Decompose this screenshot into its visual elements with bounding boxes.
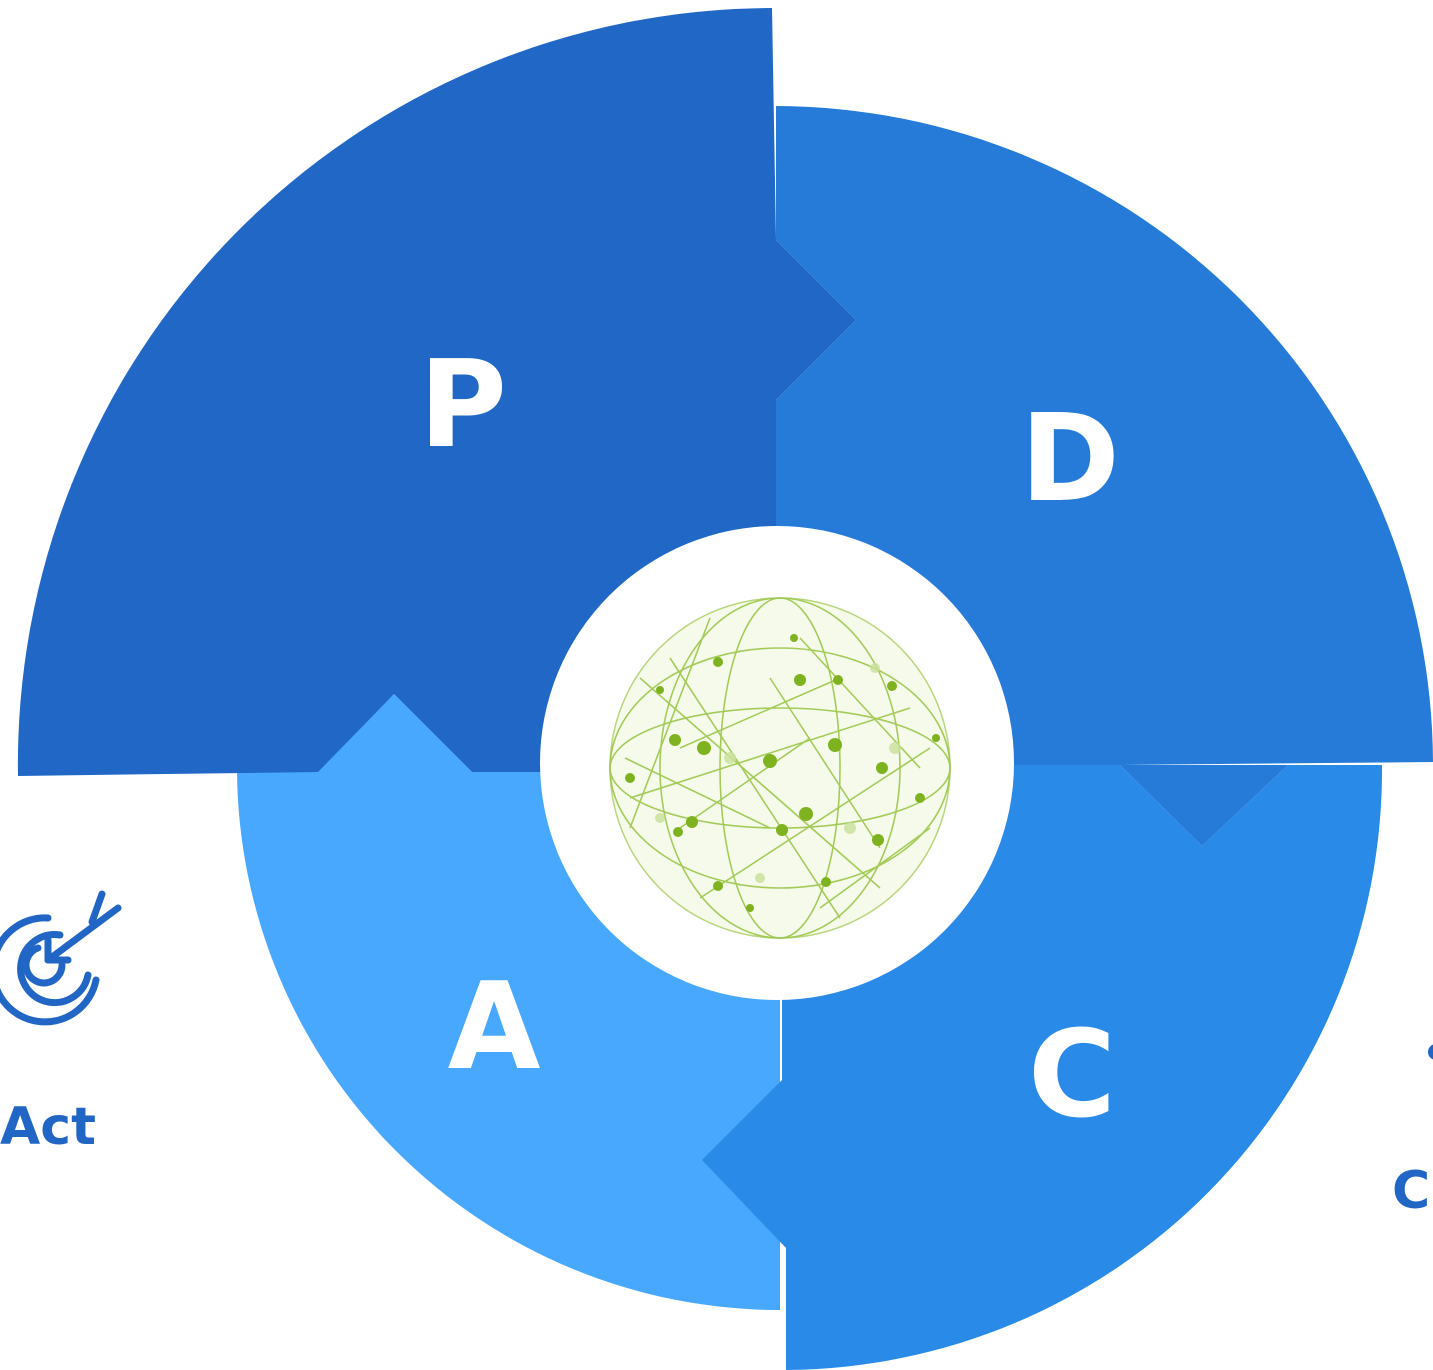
check-icon-partial [1428,1044,1433,1060]
segment-plan-letter: P [419,336,507,475]
act-label: Act [0,1097,96,1157]
target-arrow-icon [0,890,122,1026]
segment-act-letter: A [448,958,541,1097]
check-label: C [1392,1161,1430,1221]
segment-check-letter: C [1028,1006,1116,1145]
segment-do-letter: D [1020,390,1120,529]
network-globe-icon [609,597,951,939]
